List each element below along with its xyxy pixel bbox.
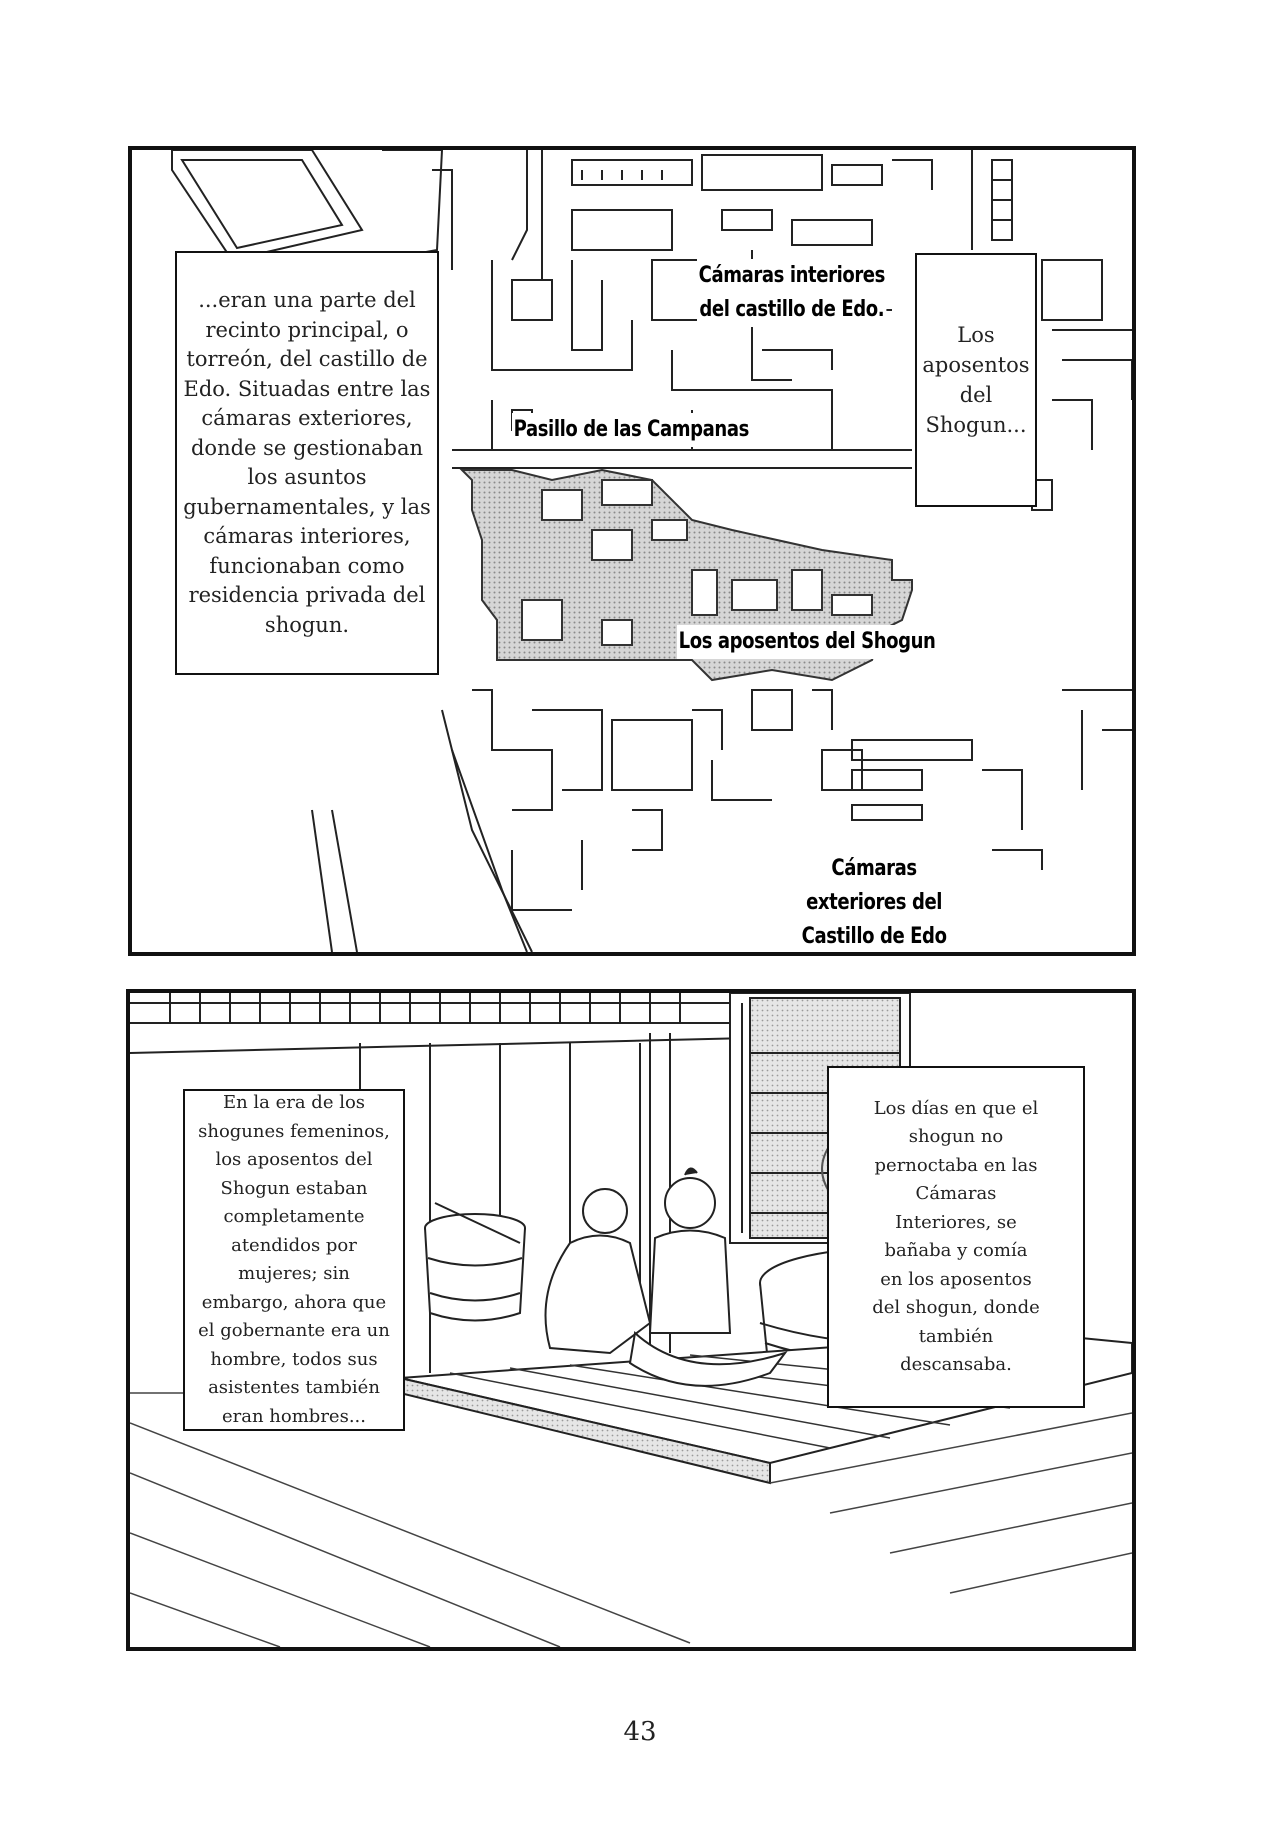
bath-caption-left: En la era de los shogunes femeninos, los…: [183, 1089, 405, 1431]
label-outer-chambers: Cámaras exteriores del Castillo de Edo: [800, 852, 949, 952]
label-bell-corridor: Pasillo de las Campanas: [512, 413, 751, 447]
label-inner-chambers: Cámaras interiores del castillo de Edo.: [697, 259, 887, 327]
bath-caption-right: Los días en que el shogun no pernoctaba …: [827, 1066, 1085, 1408]
bath-scene-panel: En la era de los shogunes femeninos, los…: [126, 989, 1136, 1651]
label-shogun-quarters: Los aposentos del Shogun: [677, 625, 938, 659]
map-panel: ...eran una parte del recinto principal,…: [128, 146, 1136, 956]
map-caption-right: Los aposentos del Shogun...: [915, 253, 1037, 507]
map-caption-left: ...eran una parte del recinto principal,…: [175, 251, 439, 675]
page-number: 43: [623, 1717, 657, 1747]
